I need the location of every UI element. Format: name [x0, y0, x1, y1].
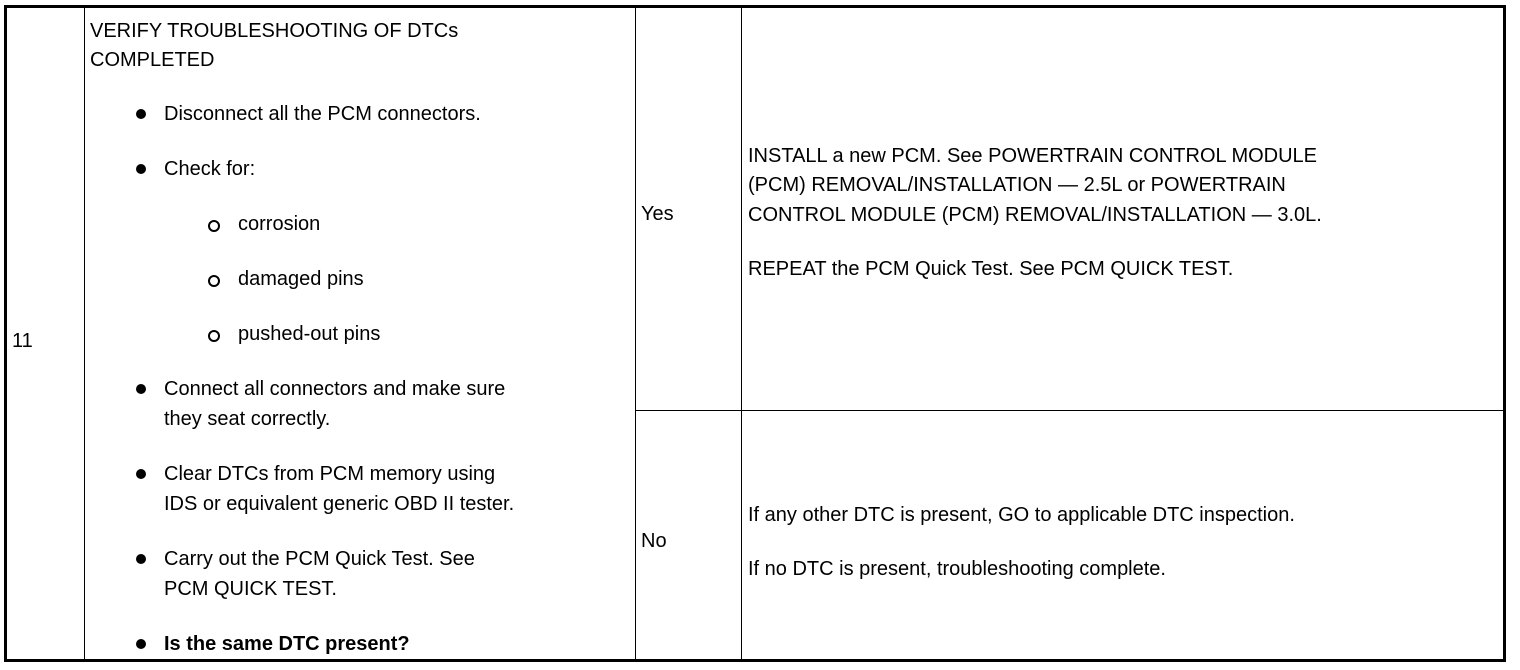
action-clear-dtcs-line1: Clear DTCs from PCM memory using: [164, 463, 496, 485]
action-question: Is the same DTC present?: [164, 633, 410, 655]
step-number: 11: [12, 330, 33, 352]
check-damaged-pins: damaged pins: [238, 268, 364, 290]
sub-bullet-icon: [208, 275, 220, 287]
bullet-icon: [136, 109, 146, 119]
action-quick-test-line1: Carry out the PCM Quick Test. See: [164, 548, 475, 570]
column-divider-action: [635, 8, 636, 659]
bullet-icon: [136, 469, 146, 479]
diagnostic-step-table: 11 VERIFY TROUBLESHOOTING OF DTCs COMPLE…: [4, 5, 1506, 662]
bullet-icon: [136, 384, 146, 394]
check-pushed-out-pins: pushed-out pins: [238, 323, 381, 345]
action-connect-line2: they seat correctly.: [164, 408, 331, 430]
yes-action-line1: INSTALL a new PCM. See POWERTRAIN CONTRO…: [748, 145, 1318, 167]
bullet-icon: [136, 639, 146, 649]
no-action-line1: If any other DTC is present, GO to appli…: [748, 504, 1295, 526]
bullet-icon: [136, 554, 146, 564]
action-quick-test-line2: PCM QUICK TEST.: [164, 578, 337, 600]
yes-action-line2: (PCM) REMOVAL/INSTALLATION — 2.5L or POW…: [748, 174, 1286, 196]
sub-bullet-icon: [208, 220, 220, 232]
result-yes-label: Yes: [641, 203, 674, 225]
yes-action-line4: REPEAT the PCM Quick Test. See PCM QUICK…: [748, 258, 1234, 280]
action-clear-dtcs-line2: IDS or equivalent generic OBD II tester.: [164, 493, 515, 515]
check-corrosion: corrosion: [238, 213, 321, 235]
column-divider-result: [741, 8, 742, 659]
bullet-icon: [136, 164, 146, 174]
result-no-label: No: [641, 530, 667, 552]
step-heading-line1: VERIFY TROUBLESHOOTING OF DTCs: [90, 20, 459, 42]
no-action-line2: If no DTC is present, troubleshooting co…: [748, 558, 1166, 580]
sub-bullet-icon: [208, 330, 220, 342]
yes-action-line3: CONTROL MODULE (PCM) REMOVAL/INSTALLATIO…: [748, 204, 1322, 226]
action-connect-line1: Connect all connectors and make sure: [164, 378, 506, 400]
action-disconnect: Disconnect all the PCM connectors.: [164, 103, 481, 125]
step-heading-line2: COMPLETED: [90, 49, 215, 71]
column-divider-step: [84, 8, 85, 659]
row-divider-yes-no: [635, 410, 1503, 411]
action-check-for: Check for:: [164, 158, 256, 180]
